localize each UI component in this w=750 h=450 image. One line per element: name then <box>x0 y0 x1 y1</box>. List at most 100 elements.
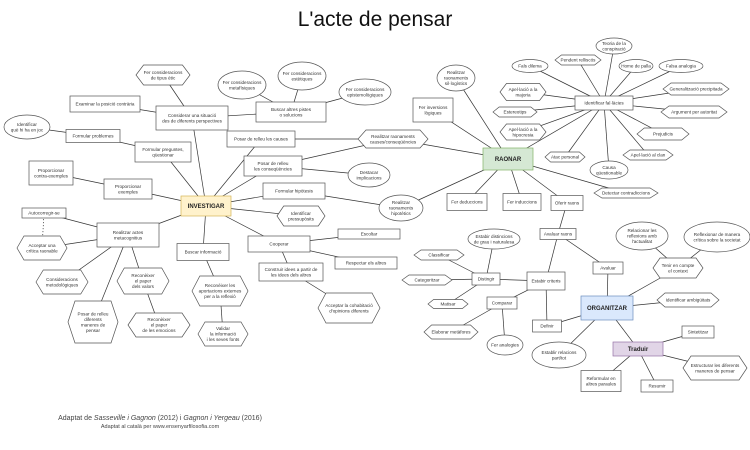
node-dilema[interactable]: Fals dilema <box>511 59 549 73</box>
node-oferir[interactable]: Oferir raons <box>550 195 584 211</box>
node-label-line: Elaborar metàfores <box>431 330 471 335</box>
node-resumir[interactable]: Resumir <box>640 379 674 393</box>
node-shape-ellipse <box>615 221 669 251</box>
node-autocorregir[interactable]: Autocorregir-se <box>21 207 67 219</box>
node-generalitzacio[interactable]: Generalització precipitada <box>662 82 730 96</box>
node-respectar[interactable]: Respectar els altres <box>334 256 398 270</box>
node-traduir[interactable]: Traduir <box>612 341 664 357</box>
node-label-line: Identificar <box>291 211 311 216</box>
node-categoritzar[interactable]: Categoritzar <box>401 274 453 286</box>
node-induccions[interactable]: Fer induccions <box>502 193 542 211</box>
node-avaluarraons[interactable]: Avaluar raons <box>539 228 577 240</box>
node-definir[interactable]: Definir <box>532 319 562 333</box>
node-criteris[interactable]: Estabir criteris <box>526 271 566 291</box>
node-informacio[interactable]: Buscar informació <box>176 243 230 261</box>
node-problemes[interactable]: Formular problemes <box>65 129 121 143</box>
node-escoltar[interactable]: Escoltar <box>337 228 401 240</box>
node-metafores[interactable]: Elaborar metàfores <box>423 324 479 340</box>
node-examinar[interactable]: Examinar la posició contrària <box>69 95 141 113</box>
node-label-line: aportacions externes <box>199 289 242 294</box>
node-ambiguitats[interactable]: Identificar ambigüitats <box>656 292 720 308</box>
node-label-line: causes/conseqüències <box>370 139 417 144</box>
node-label: Distingir <box>478 277 495 282</box>
node-analogia[interactable]: Falsa analogia <box>658 59 704 73</box>
node-pendent[interactable]: Pendent relliscós <box>554 54 602 66</box>
node-preguntes[interactable]: Formular preguntes,qüestionar <box>134 141 192 163</box>
node-estereotips[interactable]: Estereotips <box>492 106 538 118</box>
node-shape-rect <box>446 193 488 211</box>
node-label: Formular problemes <box>72 134 114 139</box>
node-clan[interactable]: Apel·lació al clan <box>622 149 674 161</box>
node-analogies[interactable]: Fer analogies <box>486 334 524 356</box>
node-label-line: Examinar la posició contrària <box>76 102 135 107</box>
node-label: Pendent relliscós <box>561 58 597 63</box>
node-atac[interactable]: Atac personal <box>544 151 586 163</box>
node-organitzar[interactable]: ORGANITZAR <box>580 295 634 321</box>
node-raonar[interactable]: RAONAR <box>482 147 534 171</box>
node-shape-hex <box>662 82 730 96</box>
node-prejudicis[interactable]: Prejudicis <box>636 127 690 141</box>
node-label: Examinar la posició contrària <box>76 102 135 107</box>
node-matisar[interactable]: Matisar <box>427 299 469 309</box>
node-label-line: pressupòsits <box>288 216 314 221</box>
node-comparar[interactable]: Comparar <box>486 296 518 310</box>
node-investigar[interactable]: INVESTIGAR <box>180 195 232 217</box>
node-shape-hex <box>413 249 465 261</box>
node-causes[interactable]: Posar de relleu les causes <box>226 130 296 148</box>
node-shape-rect <box>482 147 534 171</box>
node-contradiccions[interactable]: Detectar contradiccions <box>593 187 659 199</box>
node-fallacies[interactable]: Identificar fal·làcies <box>574 95 634 111</box>
node-deduccions[interactable]: Fer deduccions <box>446 193 488 211</box>
node-label: Buscar informació <box>185 250 222 255</box>
node-avaluar[interactable]: Avaluar <box>592 261 624 275</box>
node-label-line: Reformular en <box>586 376 616 381</box>
node-sintetitzar[interactable]: Sintetitzar <box>681 325 715 339</box>
node-classificar[interactable]: Classificar <box>413 249 465 261</box>
node-cooperar[interactable]: Cooperar <box>247 235 311 253</box>
node-hipotesis[interactable]: Formular hipòtesis <box>262 182 326 200</box>
node-label-line: Proporcionar <box>115 184 142 189</box>
node-autoritat[interactable]: Argument per autoritat <box>660 105 728 119</box>
node-label-line: maneres de <box>81 322 106 327</box>
node-distingir[interactable]: Distingir <box>471 272 501 286</box>
node-palla[interactable]: Home de palla <box>618 59 654 73</box>
